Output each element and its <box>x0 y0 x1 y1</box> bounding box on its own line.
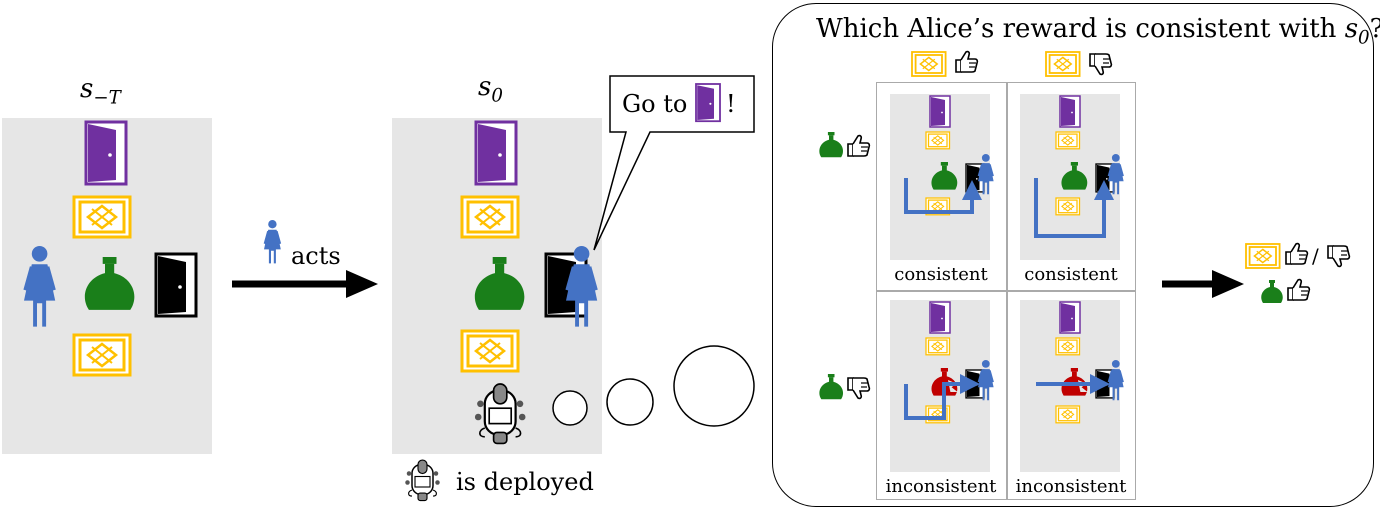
cell-caption-1: consistent <box>894 264 988 285</box>
thumbs-down-icon <box>1327 245 1351 268</box>
cell-scene-2 <box>1034 95 1125 238</box>
cell-scene-3 <box>904 301 995 424</box>
cell-scene-1 <box>904 95 995 216</box>
acts-arrow <box>232 218 378 298</box>
thought-bubble-small <box>552 390 588 426</box>
cell-caption-4: inconsistent <box>1015 476 1127 497</box>
thumbs-up-icon <box>847 134 871 157</box>
cell-caption-2: consistent <box>1024 264 1118 285</box>
left-state-label: s−T <box>80 74 121 109</box>
green-vase-icon <box>1261 280 1283 303</box>
question-text: Which Alice’s reward is consistent with … <box>816 14 1380 49</box>
thumbs-down-icon <box>1089 53 1113 76</box>
thumbs-up-icon <box>1285 242 1309 265</box>
result-slash: / <box>1312 244 1319 268</box>
green-vase-icon <box>819 374 844 400</box>
deploy-caption: is deployed <box>456 468 594 496</box>
acts-label: acts <box>291 242 341 270</box>
speech-text-suffix: ! <box>726 90 736 118</box>
thumbs-down-icon <box>847 377 871 400</box>
thumbs-up-icon <box>1287 278 1311 301</box>
thumbs-up-icon <box>955 50 979 73</box>
result-arrow <box>1162 270 1244 298</box>
thought-bubble-medium <box>606 378 654 426</box>
thought-bubble-large <box>673 345 755 427</box>
cell-caption-3: inconsistent <box>885 476 997 497</box>
speech-text-prefix: Go to <box>622 90 688 118</box>
rug-icon <box>1245 243 1281 269</box>
rug-icon <box>1045 51 1081 77</box>
question-box <box>772 3 1374 507</box>
rug-icon <box>911 51 947 77</box>
middle-state-scene <box>404 75 755 502</box>
middle-state-label: s0 <box>478 72 503 107</box>
green-vase-icon <box>819 132 844 158</box>
grid-divider-horizontal <box>876 290 1136 292</box>
cell-scene-4 <box>1036 301 1125 424</box>
